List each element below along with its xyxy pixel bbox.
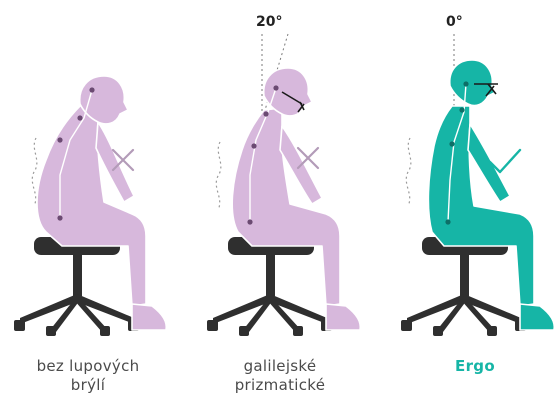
wavy-spine-guide: [216, 142, 221, 210]
caption-ergo: Ergo: [395, 357, 555, 376]
caption-line: galilejské: [200, 357, 360, 376]
wavy-spine-guide: [406, 138, 411, 206]
caption-no-magnifier: bez lupových brýlí: [8, 357, 168, 395]
seated-figure: [37, 76, 166, 330]
wavy-spine-guide: [32, 138, 37, 206]
caption-line: bez lupových: [8, 357, 168, 376]
angle-label-galilean: 20°: [256, 14, 282, 30]
stool: [401, 237, 526, 336]
stool: [14, 237, 139, 336]
stool: [207, 237, 332, 336]
panel-no-magnifier: [14, 76, 166, 336]
seated-figure: [232, 68, 360, 330]
seated-figure-ergo: [428, 60, 554, 330]
caption-line: Ergo: [395, 357, 555, 376]
angle-label-ergo: 0°: [446, 14, 463, 30]
caption-line: brýlí: [8, 376, 168, 395]
panel-ergo: [401, 34, 554, 336]
caption-line: prizmatické: [200, 376, 360, 395]
caption-galilean-prismatic: galilejské prizmatické: [200, 357, 360, 395]
panel-galilean-prismatic: [207, 34, 360, 336]
